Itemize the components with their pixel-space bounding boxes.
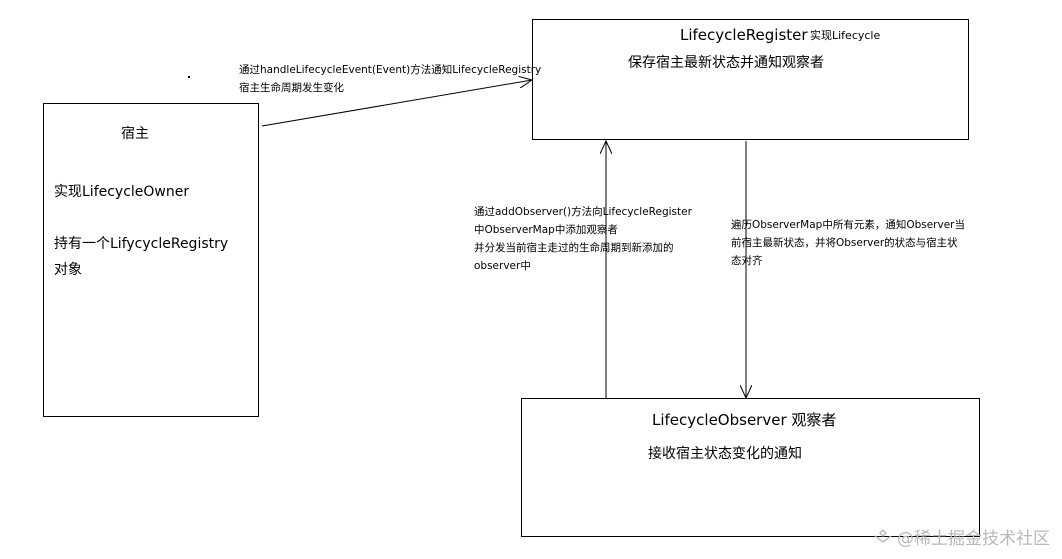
stray-dot	[188, 76, 190, 78]
register-title: LifecycleRegister	[680, 26, 808, 44]
host-title: 宿主	[121, 126, 149, 142]
observer-box: LifecycleObserver 观察者 接收宿主状态变化的通知	[521, 398, 980, 537]
watermark-text: @稀土掘金技术社区	[897, 529, 1050, 549]
observer-title: LifecycleObserver 观察者	[652, 411, 837, 429]
note-host-to-register-line: 宿主生命周期发生变化	[239, 82, 344, 94]
register-box: LifecycleRegister 实现Lifecycle 保存宿主最新状态并通…	[532, 19, 969, 140]
note-traverse-line: 遍历ObserverMap中所有元素，通知Observer当	[731, 219, 965, 231]
note-host-to-register: 通过handleLifecycleEvent(Event)方法通知Lifecyc…	[239, 61, 541, 97]
note-add-observer-line: 通过addObserver()方法向LifecycleRegister	[474, 206, 692, 218]
note-add-observer-line: observer中	[474, 260, 531, 272]
register-title-note: 实现Lifecycle	[810, 29, 881, 42]
note-add-observer-line: 并分发当前宿主走过的生命周期到新添加的	[474, 242, 674, 254]
host-line-owner: 实现LifecycleOwner	[54, 184, 190, 200]
note-add-observer: 通过addObserver()方法向LifecycleRegister 中Obs…	[474, 203, 692, 275]
watermark: @稀土掘金技术社区	[873, 524, 1050, 549]
juejin-logo-icon	[874, 528, 892, 543]
register-subtitle: 保存宿主最新状态并通知观察者	[628, 55, 824, 71]
note-traverse-line: 前宿主最新状态，并将Observer的状态与宿主状	[731, 237, 958, 249]
note-host-to-register-line: 通过handleLifecycleEvent(Event)方法通知Lifecyc…	[239, 64, 542, 76]
host-line-object: 对象	[54, 262, 82, 278]
host-box: 宿主 实现LifecycleOwner 持有一个LifycycleRegistr…	[43, 103, 259, 417]
note-traverse: 遍历ObserverMap中所有元素，通知Observer当 前宿主最新状态，并…	[731, 216, 965, 270]
arrow-host-to-register	[261, 80, 532, 127]
host-line-registry: 持有一个LifycycleRegistry	[54, 236, 229, 252]
observer-subtitle: 接收宿主状态变化的通知	[648, 446, 802, 462]
note-traverse-line: 态对齐	[731, 255, 763, 267]
note-add-observer-line: 中ObserverMap中添加观察者	[474, 224, 618, 236]
